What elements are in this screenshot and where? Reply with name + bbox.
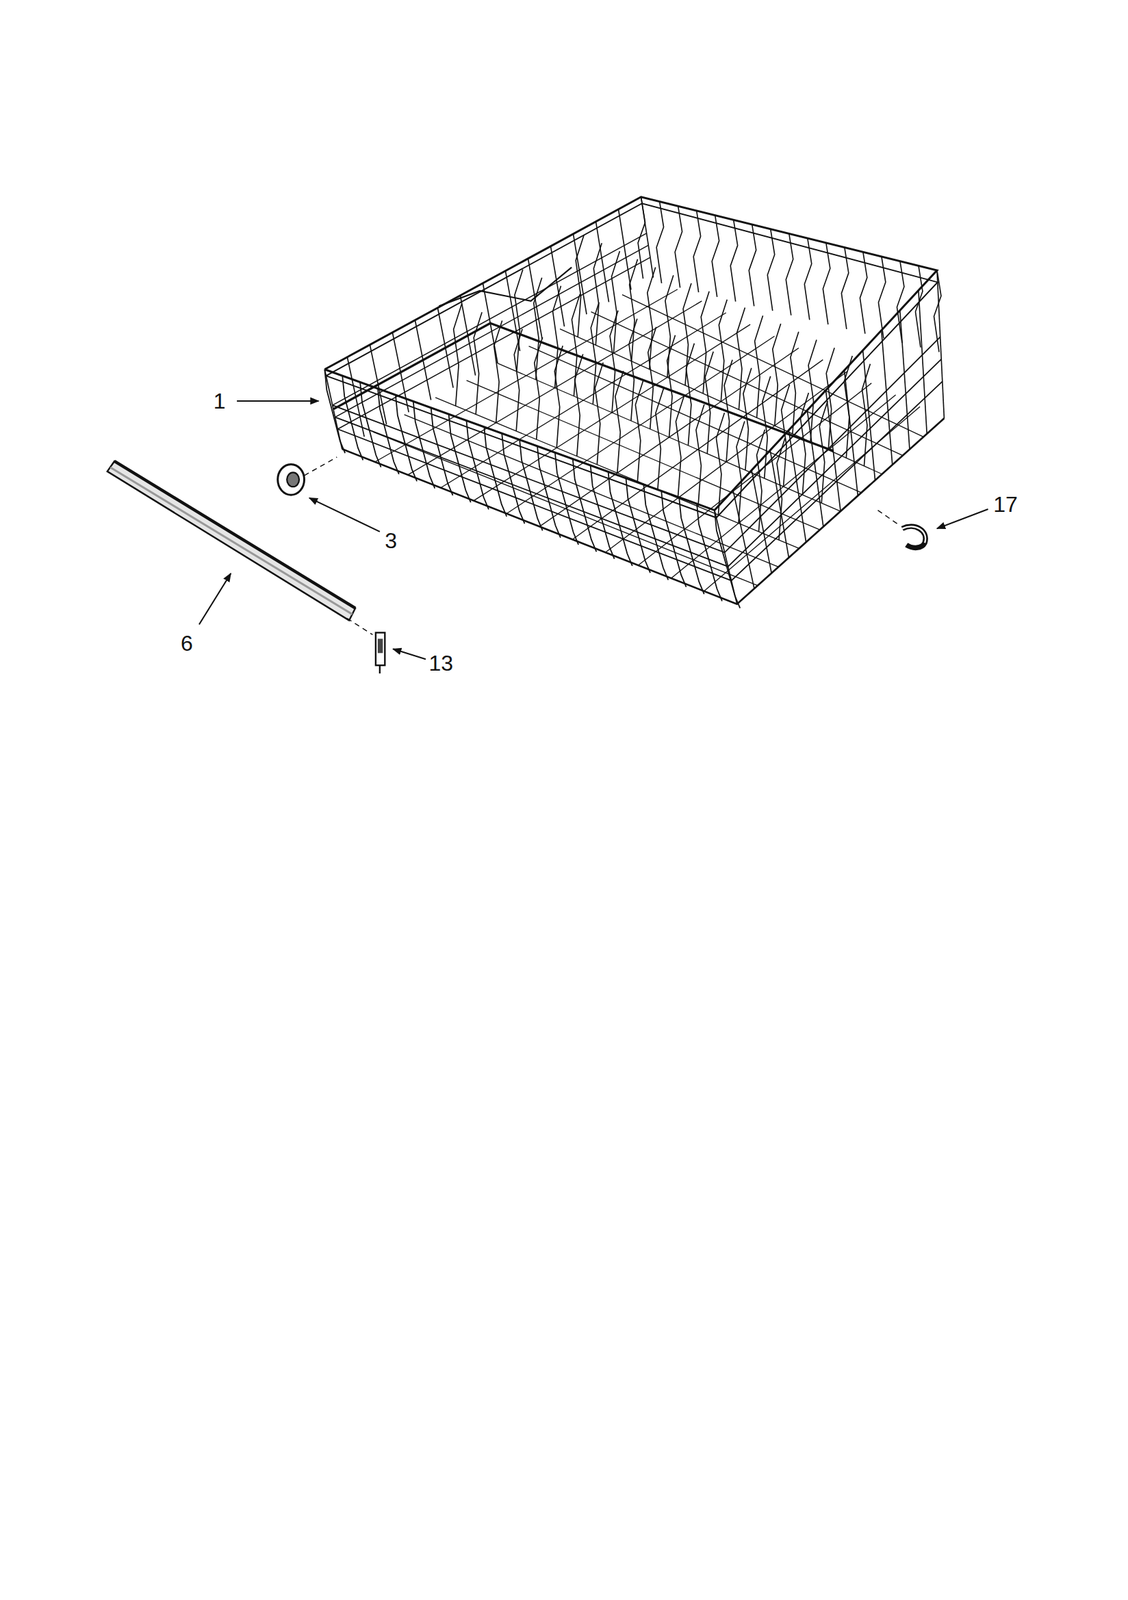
callout-number: 1: [213, 390, 226, 413]
leader-lines: [199, 401, 989, 660]
callout-number: 3: [384, 529, 397, 552]
rack-rail: [107, 461, 374, 635]
rail-stop-clip: [375, 632, 385, 674]
callout-number: 13: [428, 652, 454, 675]
rack-wheel: [277, 457, 337, 495]
callout-number: 17: [993, 493, 1018, 516]
dish-rack: [324, 197, 944, 609]
rack-hook: [878, 510, 927, 549]
callout-number: 6: [180, 632, 194, 655]
